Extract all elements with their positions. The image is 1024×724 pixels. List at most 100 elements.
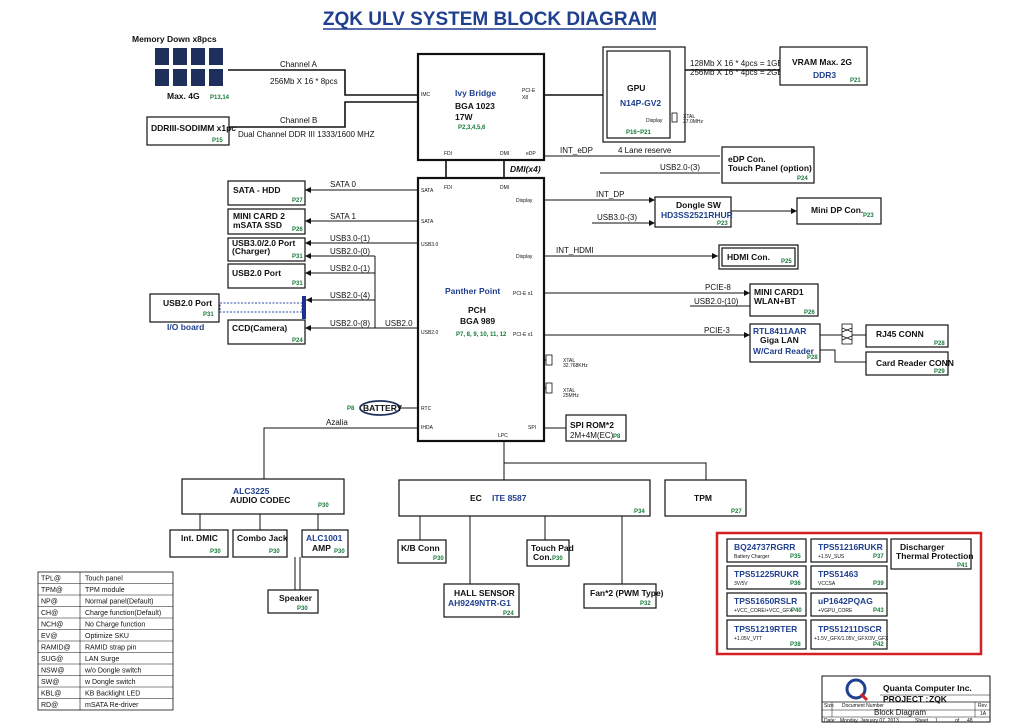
pch-fdi: FDI: [444, 185, 452, 191]
memory-chip: [155, 48, 169, 65]
lan-name: Giga LAN: [760, 335, 799, 345]
legend-code: KBL@: [41, 691, 61, 698]
rev-label: Rev: [978, 703, 987, 709]
power-box-tps51211: [810, 619, 888, 650]
cpu-package: BGA 1023: [455, 101, 495, 111]
power-chip: TPS51463: [818, 569, 858, 579]
usb20-0-arrow-icon: [305, 253, 311, 259]
mini-card2-box: [227, 208, 306, 235]
quanta-logo-icon: [845, 678, 869, 702]
edp-usb-label: USB2.0-(3): [660, 163, 700, 172]
power-desc: +VGPU_CORE: [818, 608, 853, 614]
cpu-name: Ivy Bridge: [455, 88, 496, 98]
sata-hdd-name: SATA - HDD: [233, 185, 281, 195]
pch-usb20: USB2.0: [421, 330, 438, 336]
minidp-box: [796, 197, 882, 225]
power-box-bq24737: [726, 538, 807, 563]
minidp-name: Mini DP Con.: [811, 205, 863, 215]
lpc-tpm-line: [504, 462, 707, 480]
usb20-8-label: USB2.0-(8): [330, 319, 370, 328]
pch-name: Panther Point: [445, 286, 500, 296]
power-frame: [715, 531, 983, 656]
lan-box: [749, 323, 821, 363]
pch-xtal-icon: [544, 354, 553, 394]
legend-code: EV@: [41, 633, 57, 640]
memory-chip: [173, 48, 187, 65]
vram-label: VRAM Max. 2G: [792, 57, 852, 67]
io-board-label: I/O board: [167, 322, 204, 332]
hdmi-page: P25: [781, 259, 792, 265]
usb20-port-box: [227, 263, 306, 289]
pcie8-label: PCIE-8: [705, 283, 731, 292]
battery-page: P8: [347, 406, 355, 412]
usb30-port-name: USB3.0/2.0 Port: [232, 238, 295, 248]
dmic-box: [169, 529, 229, 558]
usb20-port-page: P31: [292, 281, 303, 287]
azalia-label: Azalia: [326, 418, 348, 427]
pch-pcie-wlan: PCI-E x1: [513, 291, 533, 297]
pcie3-arrow-icon: [744, 332, 750, 338]
cpu-edp: eDP: [526, 151, 536, 157]
pch-ihda: IHDA: [421, 425, 434, 431]
ccd-box: [227, 319, 306, 345]
hdmi-arrow-icon: [712, 253, 718, 259]
gpu-xtal-symbol: [671, 112, 678, 123]
date-value: Monday, January 07, 2013: [840, 718, 899, 724]
usb20-1-label: USB2.0-(1): [330, 264, 370, 273]
legend-desc: No Charge function: [85, 622, 145, 629]
kb-conn-page: P30: [433, 556, 444, 562]
edp-connector-name: eDP Con.: [728, 154, 766, 164]
pcie3-label: PCIE-3: [704, 326, 730, 335]
int-edp-label: INT_eDP: [560, 146, 593, 155]
legend-desc: Touch panel: [85, 576, 123, 583]
sata1-label: SATA 1: [330, 212, 356, 221]
memory-chip: [155, 69, 169, 86]
int-dp-label: INT_DP: [596, 190, 624, 199]
power-chip: TPS51211DSCR: [818, 624, 882, 634]
cpu-imc: IMC: [421, 92, 431, 98]
usb30-port-charger: (Charger): [232, 246, 270, 256]
sheet-value: 1: [935, 718, 938, 724]
dongle-sw-chip: HD3SS2521RHUR: [661, 210, 733, 220]
rj45-name: RJ45 CONN: [876, 329, 924, 339]
power-desc: +1.5V_GFX/1.05V_GFX/3V_GFX: [814, 636, 889, 642]
amp-box: [301, 529, 349, 558]
touchpad-box: [526, 539, 570, 567]
edp-lane-label: 4 Lane reserve: [618, 146, 672, 155]
lan-chip: RTL8411AAR: [753, 326, 806, 336]
gpu-display: Display: [646, 118, 663, 124]
discharger-page: P41: [957, 563, 968, 569]
pch-xtal2-label: XTAL: [563, 388, 575, 394]
mini-card1-box: [749, 283, 819, 317]
lan-transformer-icon: [841, 323, 853, 345]
usb20-4-arrow-icon: [306, 297, 312, 303]
spi-rom-size: 2M+4M(EC): [570, 431, 614, 440]
power-chip: TPS51225RUKR: [734, 569, 799, 579]
lan-page: P28: [807, 355, 818, 361]
discharger-thermal: Thermal Protection: [896, 551, 973, 561]
power-box-tps51225: [726, 565, 807, 590]
touchpad-name: Touch Pad: [531, 543, 574, 553]
power-chip: TPS51650RSLR: [734, 596, 797, 606]
minidp-arrow-icon: [791, 208, 797, 214]
pch-display-hdmi: Display: [516, 254, 533, 260]
int-hdmi-label: INT_HDMI: [556, 246, 594, 255]
sata-hdd-box: [227, 180, 306, 206]
legend-code: NP@: [41, 599, 58, 606]
spi-rom-page: P8: [613, 434, 621, 440]
cpu-pcie: PCI-E: [522, 88, 536, 94]
legend-code: TPM@: [41, 587, 63, 594]
hall-sensor-chip: AH9249NTR-G1: [448, 598, 511, 608]
power-box-tps51463: [810, 565, 888, 590]
channel-b-line: [229, 101, 418, 128]
sodimm-label: DDRIII-SODIMM x1pc: [151, 123, 236, 133]
power-page: P40: [791, 608, 802, 614]
pch-box: [416, 176, 546, 443]
io-board-usb-box: [149, 293, 220, 323]
gpu-mem-1gb: 128Mb X 16 * 4pcs = 1GB: [690, 59, 783, 68]
usb30-port-page: P31: [292, 254, 303, 260]
memory-max: Max. 4G: [167, 91, 200, 101]
rev-value: 1A: [980, 711, 987, 717]
pch-rtc: RTC: [421, 406, 432, 412]
dongle-usb30-label: USB3.0-(3): [597, 213, 637, 222]
